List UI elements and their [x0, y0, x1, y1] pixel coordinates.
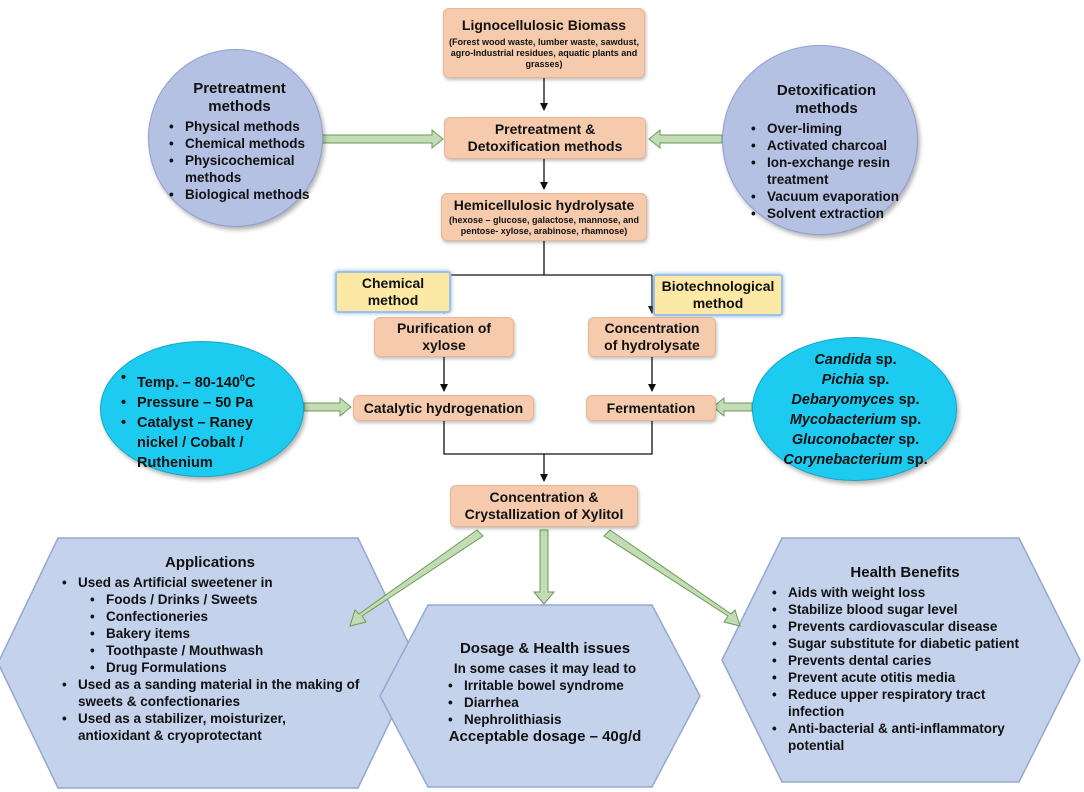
applications-title: Applications — [164, 554, 255, 571]
purification-line1: Purification of — [396, 320, 492, 336]
organisms-ellipse: Candida sp. Pichia sp. Debaryomyces sp. … — [752, 337, 957, 481]
application-item: Used as a stabilizer, moisturizer, antio… — [60, 710, 360, 744]
pretreatment-detox-box: Pretreatment & Detoxification methods — [444, 117, 646, 159]
pretreatment-methods-title-1: Pretreatment — [193, 80, 286, 97]
health-item: Aids with weight loss — [770, 584, 1040, 601]
dosage-item: Diarrhea — [446, 694, 650, 711]
green-arrow-pretreatment-in — [321, 128, 444, 150]
pretreatment-box-line2: Detoxification methods — [467, 138, 623, 154]
organism-item: Mycobacterium sp. — [789, 412, 922, 428]
biomass-subtitle: (Forest wood waste, lumber waste, sawdus… — [448, 36, 640, 69]
dosage-acceptable: Acceptable dosage – 40g/d — [448, 728, 642, 745]
chemical-method-line2: method — [367, 292, 419, 308]
organism-genus: Mycobacterium — [789, 412, 897, 428]
biomass-box: Lignocellulosic Biomass (Forest wood was… — [443, 8, 645, 78]
applications-content: Applications Used as Artificial sweetene… — [60, 554, 360, 744]
temp-suffix: C — [244, 374, 256, 391]
crystallization-box: Concentration & Crystallization of Xylit… — [450, 485, 638, 527]
hydrolysate-box: Hemicellulosic hydrolysate (hexose – glu… — [441, 193, 647, 241]
health-content: Health Benefits Aids with weight loss St… — [770, 564, 1040, 754]
crystallization-line2: Crystallization of Xylitol — [464, 506, 624, 522]
application-item: Used as Artificial sweetener in — [60, 574, 360, 591]
health-item: Prevent acute otitis media — [770, 669, 1040, 686]
detox-item: Solvent extraction — [749, 205, 904, 222]
biotech-method-line1: Biotechnological — [661, 278, 775, 294]
application-sub-item: Foods / Drinks / Sweets — [60, 591, 360, 608]
biotech-method-line2: method — [692, 295, 744, 311]
health-item: Stabilize blood sugar level — [770, 601, 1040, 618]
green-arrow-conditions-in — [303, 396, 352, 418]
dosage-title: Dosage & Health issues — [459, 640, 631, 657]
fermentation-label: Fermentation — [606, 399, 696, 416]
detox-methods-title-1: Detoxification — [776, 82, 877, 99]
concentration-line2: of hydrolysate — [604, 337, 700, 353]
biotech-method-label: Biotechnological method — [653, 274, 783, 316]
merge-line — [443, 421, 653, 455]
dosage-content: Dosage & Health issues In some cases it … — [440, 640, 650, 745]
green-arrow-detox-in — [648, 128, 723, 150]
organism-item: Debaryomyces sp. — [791, 392, 920, 408]
purification-line2: xylose — [422, 337, 466, 353]
split-line — [444, 240, 545, 276]
health-item: Anti-bacterial & anti-inflammatory poten… — [770, 720, 1040, 754]
concentration-hydrolysate-box: Concentration of hydrolysate — [588, 317, 716, 357]
biomass-title: Lignocellulosic Biomass — [461, 16, 627, 33]
temp-prefix: Temp. – 80-140 — [137, 374, 240, 391]
green-arrow-to-dosage — [532, 529, 556, 605]
detox-methods-title-2: methods — [795, 100, 858, 117]
organism-genus: Pichia — [821, 372, 865, 388]
application-sub-item: Drug Formulations — [60, 659, 360, 676]
detox-item: Activated charcoal — [749, 137, 904, 154]
pretreatment-item: Chemical methods — [167, 135, 312, 152]
detox-item: Vacuum evaporation — [749, 188, 904, 205]
application-sub-item: Bakery items — [60, 625, 360, 642]
condition-temp: Temp. – 80-1400C — [119, 368, 294, 393]
pretreatment-box-line1: Pretreatment & — [494, 121, 596, 137]
chemical-method-label: Chemical method — [335, 271, 451, 313]
pretreatment-item: Biological methods — [167, 186, 312, 203]
pretreatment-item: Physical methods — [167, 118, 312, 135]
concentration-line1: Concentration — [604, 320, 700, 336]
purification-box: Purification of xylose — [374, 317, 514, 357]
health-item: Prevents dental caries — [770, 652, 1040, 669]
organism-item: Gluconobacter sp. — [791, 432, 920, 448]
dosage-intro: In some cases it may lead to — [453, 661, 637, 676]
catalytic-hydrogenation-box: Catalytic hydrogenation — [353, 395, 534, 421]
organism-genus: Debaryomyces — [791, 392, 895, 408]
health-item: Prevents cardiovascular disease — [770, 618, 1040, 635]
health-item: Sugar substitute for diabetic patient — [770, 635, 1040, 652]
detox-item: Ion-exchange resin treatment — [749, 154, 904, 188]
health-item: Reduce upper respiratory tract infection — [770, 686, 1040, 720]
pretreatment-methods-ellipse: Pretreatment methods Physical methods Ch… — [148, 49, 323, 227]
detox-item: Over-liming — [749, 120, 904, 137]
health-title: Health Benefits — [850, 564, 960, 581]
hydrolysate-subtitle: (hexose – glucose, galactose, mannose, a… — [448, 215, 640, 236]
organism-item: Corynebacterium sp. — [783, 452, 928, 468]
green-arrow-to-health — [603, 529, 741, 627]
dosage-item: Irritable bowel syndrome — [446, 677, 650, 694]
green-arrow-organisms-in — [712, 396, 753, 418]
organism-item: Candida sp. — [814, 352, 897, 368]
application-item: Used as a sanding material in the making… — [60, 676, 360, 710]
catalytic-label: Catalytic hydrogenation — [363, 399, 524, 416]
pretreatment-item: Physicochemical methods — [167, 152, 312, 186]
organism-genus: Candida — [814, 352, 872, 368]
fermentation-box: Fermentation — [586, 395, 716, 421]
conditions-ellipse: Temp. – 80-1400C Pressure – 50 Pa Cataly… — [100, 341, 304, 477]
hydrolysate-title: Hemicellulosic hydrolysate — [453, 197, 635, 213]
detox-methods-ellipse: Detoxification methods Over-liming Activ… — [722, 45, 918, 235]
dosage-item: Nephrolithiasis — [446, 711, 650, 728]
crystallization-line1: Concentration & — [489, 489, 599, 505]
organism-genus: Corynebacterium — [783, 452, 903, 468]
organism-item: Pichia sp. — [821, 372, 890, 388]
condition-catalyst: Catalyst – Raney nickel / Cobalt / Ruthe… — [119, 413, 294, 473]
organism-genus: Gluconobacter — [791, 432, 895, 448]
application-sub-item: Confectioneries — [60, 608, 360, 625]
pretreatment-methods-title-2: methods — [208, 98, 271, 115]
condition-pressure: Pressure – 50 Pa — [119, 393, 294, 413]
application-sub-item: Toothpaste / Mouthwash — [60, 642, 360, 659]
temp-degree: 0 — [239, 373, 245, 383]
chemical-method-line1: Chemical — [361, 275, 425, 291]
